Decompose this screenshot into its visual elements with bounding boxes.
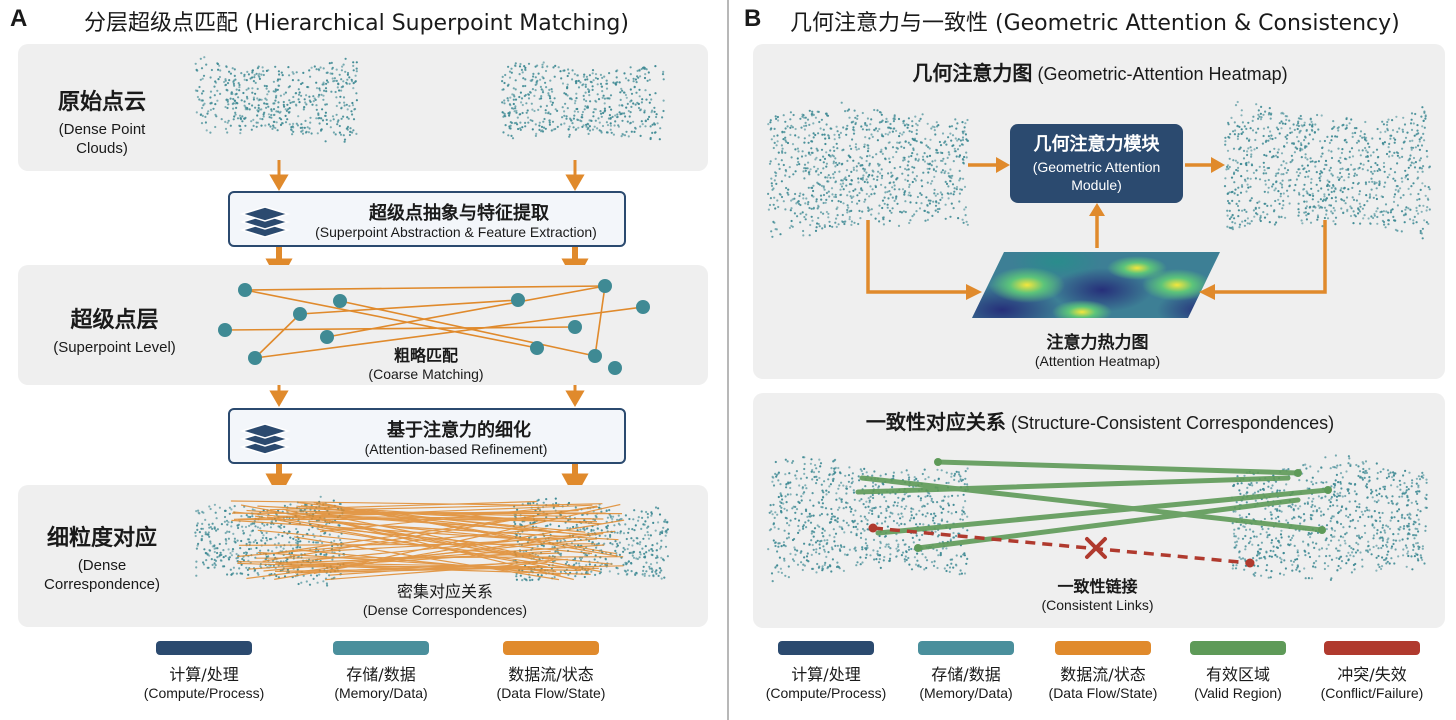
abstraction-box: 超级点抽象与特征提取 (Superpoint Abstraction & Fea… [228, 191, 626, 247]
geometric-attention-module: 几何注意力模块 (Geometric Attention Module) [1010, 124, 1183, 203]
legend-label: 计算/处理 [169, 665, 239, 684]
raw-clouds-box [18, 44, 708, 171]
refinement-title: 基于注意力的细化 [387, 420, 531, 441]
legend-label: 存储/数据 [931, 665, 1001, 684]
raw-clouds-subtitle: (Dense Point Clouds) [58, 121, 146, 157]
coarse-subtitle: (Coarse Matching) [368, 366, 484, 382]
legend-sublabel: (Memory/Data) [334, 685, 428, 701]
legend-b-conflict: 冲突/失效 (Conflict/Failure) [1297, 641, 1447, 701]
superpoint-box [18, 265, 708, 385]
refinement-subtitle: (Attention-based Refinement) [364, 441, 548, 457]
dense-corr-subtitle: (Dense Correspondences) [362, 602, 528, 618]
coarse-title: 粗略匹配 [393, 346, 458, 365]
legend-swatch [1055, 641, 1151, 655]
refinement-box: 基于注意力的细化 (Attention-based Refinement) [228, 408, 626, 464]
legend-a-memory: 存储/数据 (Memory/Data) [306, 641, 456, 701]
attention-cloud-left [767, 101, 970, 238]
legend-sublabel: (Memory/Data) [919, 685, 1013, 701]
legend-swatch [156, 641, 252, 655]
module-title: 几何注意力模块 [1033, 134, 1160, 155]
heatmap-subtitle: (Attention Heatmap) [1034, 353, 1161, 369]
legend-label: 有效区域 [1205, 665, 1270, 684]
heatmap-title: 注意力热力图 [1046, 333, 1149, 353]
consistent-links [855, 458, 1332, 568]
attention-heatmap [972, 252, 1220, 318]
legend-b-flow: 数据流/状态 (Data Flow/State) [1028, 641, 1178, 701]
panel-b-title: 几何注意力与一致性 (Geometric Attention & Consist… [790, 11, 1400, 36]
legend-swatch [1190, 641, 1286, 655]
legend-label: 存储/数据 [346, 665, 416, 684]
dense-title: 细粒度对应 [46, 526, 157, 551]
panel-a-title: 分层超级点匹配 (Hierarchical Superpoint Matchin… [84, 11, 629, 36]
legend-sublabel: (Valid Region) [1194, 685, 1282, 701]
legend-a-flow: 数据流/状态 (Data Flow/State) [476, 641, 626, 701]
superpoint-graph [218, 279, 650, 375]
panel-a-letter: A [10, 5, 28, 32]
module-subtitle: (Geometric Attention Module) [1032, 159, 1161, 193]
consistency-cloud-right [1230, 454, 1428, 581]
legend-a-compute: 计算/处理 (Compute/Process) [129, 641, 279, 701]
consistency-cloud-left [767, 456, 969, 583]
legend-sublabel: (Compute/Process) [143, 685, 265, 701]
links-title: 一致性链接 [1057, 577, 1138, 596]
raw-clouds-title: 原始点云 [57, 90, 146, 115]
legend-b-memory: 存储/数据 (Memory/Data) [891, 641, 1041, 701]
legend-sublabel: (Compute/Process) [765, 685, 887, 701]
superpoint-title: 超级点层 [70, 308, 159, 333]
abstraction-title: 超级点抽象与特征提取 [369, 203, 549, 224]
consistency-section-title: 一致性对应关系 [865, 410, 1006, 434]
legend-label: 数据流/状态 [1060, 665, 1146, 684]
legend-label: 冲突/失效 [1337, 665, 1407, 684]
dense-corr-title: 密集对应关系 [396, 582, 493, 601]
legend-swatch [778, 641, 874, 655]
legend-sublabel: (Data Flow/State) [1048, 685, 1158, 701]
heatmap-section-subtitle: (Geometric-Attention Heatmap) [1037, 64, 1288, 84]
legend-label: 数据流/状态 [508, 665, 594, 684]
abstraction-subtitle: (Superpoint Abstraction & Feature Extrac… [315, 224, 597, 240]
legend-b-compute: 计算/处理 (Compute/Process) [751, 641, 901, 701]
dense-subtitle: (Dense Correspondence) [44, 557, 160, 593]
raw-cloud-right [501, 61, 665, 141]
raw-cloud-left [194, 56, 358, 143]
consistency-section-subtitle: (Structure-Consistent Correspondences) [1010, 413, 1335, 433]
conflict-x-icon [1085, 537, 1107, 559]
legend-sublabel: (Conflict/Failure) [1320, 685, 1424, 701]
legend-swatch [503, 641, 599, 655]
attention-flow-arrows [866, 157, 1327, 300]
layers-icon [239, 206, 291, 238]
heatmap-section-title: 几何注意力图 [912, 61, 1033, 85]
layers-icon [239, 423, 291, 455]
panel-divider [727, 0, 729, 720]
legend-swatch [1324, 641, 1420, 655]
legend-swatch [918, 641, 1014, 655]
legend-swatch [333, 641, 429, 655]
superpoint-subtitle: (Superpoint Level) [53, 339, 176, 356]
dense-correspondence-lines [230, 500, 625, 581]
legend-label: 计算/处理 [791, 665, 861, 684]
attention-cloud-right [1223, 100, 1431, 240]
legend-sublabel: (Data Flow/State) [496, 685, 606, 701]
legend-b-valid: 有效区域 (Valid Region) [1163, 641, 1313, 701]
panel-b-letter: B [744, 5, 762, 32]
links-subtitle: (Consistent Links) [1041, 597, 1154, 613]
